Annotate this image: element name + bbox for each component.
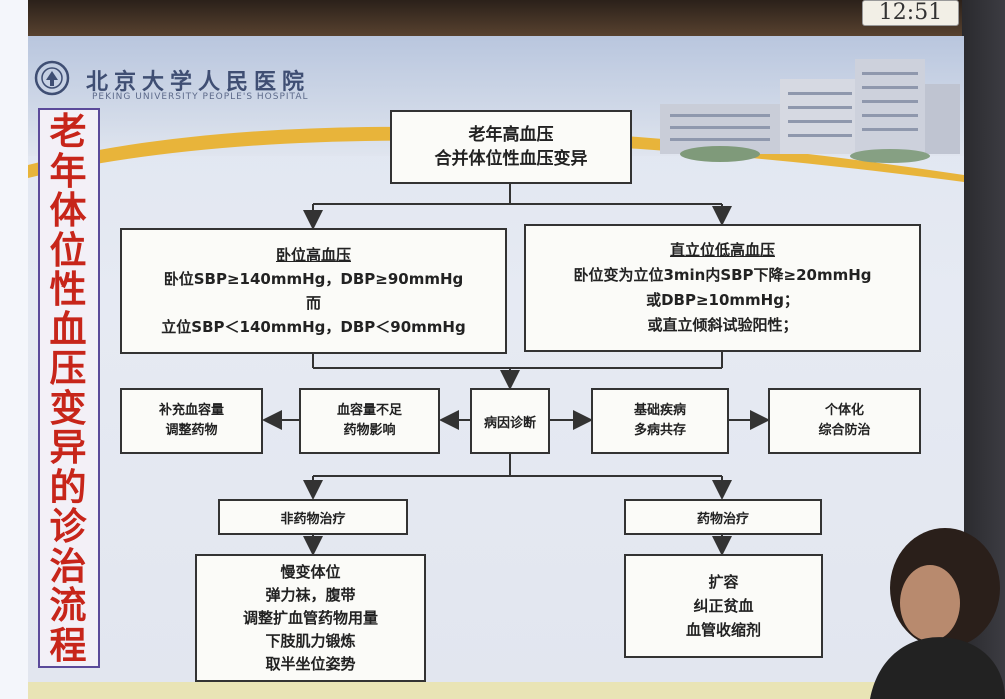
node-non-drug-detail: 慢变体位 弹力袜，腹带 调整扩血管药物用量 下肢肌力锻炼 取半坐位姿势 <box>195 554 426 682</box>
node-supine-line1: 卧位SBP≥140mmHg，DBP≥90mmHg <box>163 270 464 288</box>
node-individualized-line1: 个体化 <box>824 403 864 418</box>
node-non-drug-label: 非药物治疗 <box>280 511 346 527</box>
bottom-edge-bar <box>28 682 964 699</box>
left-background-strip <box>0 0 28 699</box>
node-root-line1: 老年高血压 <box>468 125 554 145</box>
hospital-logo-icon <box>34 60 70 96</box>
drug-item: 血管收缩剂 <box>685 621 761 639</box>
hospital-building-image <box>660 59 960 163</box>
node-orthostatic-line3: 或直立倾斜试验阳性； <box>647 316 798 334</box>
node-orthostatic-title: 直立位低高血压 <box>669 241 775 259</box>
node-comorbidity-line1: 基础疾病 <box>633 403 686 418</box>
node-volume-deficit-line2: 药物影响 <box>343 423 396 438</box>
presenter-silhouette-image <box>870 528 1005 699</box>
node-supine-line3: 立位SBP＜140mmHg，DBP＜90mmHg <box>161 318 466 336</box>
node-drug-detail: 扩容 纠正贫血 血管收缩剂 <box>624 554 823 658</box>
node-supine-title: 卧位高血压 <box>275 246 351 264</box>
non-drug-item: 取半坐位姿势 <box>265 654 356 673</box>
node-volume-supplement: 补充血容量 调整药物 <box>120 388 263 454</box>
drug-item: 扩容 <box>708 573 739 591</box>
node-volume-supplement-line2: 调整药物 <box>165 423 218 438</box>
node-volume-supplement-line1: 补充血容量 <box>158 403 224 418</box>
side-title: 老年体位性血压变异的诊治流程 <box>49 110 87 667</box>
non-drug-item: 弹力袜，腹带 <box>265 585 356 604</box>
node-etiology-label: 病因诊断 <box>483 415 536 431</box>
node-etiology: 病因诊断 <box>470 388 550 454</box>
node-comorbidity-line2: 多病共存 <box>633 423 686 438</box>
non-drug-item: 调整扩血管药物用量 <box>242 608 378 627</box>
side-title-frame <box>38 108 100 668</box>
node-root: 老年高血压 合并体位性血压变异 <box>390 110 632 184</box>
node-root-line2: 合并体位性血压变异 <box>434 149 588 169</box>
node-orthostatic-line1: 卧位变为立位3min内SBP下降≥20mmHg <box>573 266 872 284</box>
non-drug-item: 慢变体位 <box>280 562 341 581</box>
hospital-name-cn: 北京大学人民医院 <box>86 69 311 95</box>
top-room-background <box>28 0 1005 38</box>
node-supine-hypertension: 卧位高血压 卧位SBP≥140mmHg，DBP≥90mmHg 而 立位SBP＜1… <box>120 228 507 354</box>
node-non-drug-treatment: 非药物治疗 <box>218 499 408 535</box>
node-volume-deficit-line1: 血容量不足 <box>336 403 402 418</box>
node-individualized-line2: 综合防治 <box>818 423 871 438</box>
node-volume-deficit: 血容量不足 药物影响 <box>299 388 440 454</box>
node-drug-label: 药物治疗 <box>696 511 749 527</box>
node-drug-treatment: 药物治疗 <box>624 499 822 535</box>
node-orthostatic-line2: 或DBP≥10mmHg； <box>646 291 799 309</box>
node-individualized: 个体化 综合防治 <box>768 388 921 454</box>
node-comorbidity: 基础疾病 多病共存 <box>591 388 729 454</box>
non-drug-item: 下肢肌力锻炼 <box>265 631 356 650</box>
clock-display: 12:51 <box>862 0 959 26</box>
hospital-name-en: PEKING UNIVERSITY PEOPLE'S HOSPITAL <box>92 92 309 102</box>
drug-item: 纠正贫血 <box>693 597 754 615</box>
node-orthostatic: 直立位低高血压 卧位变为立位3min内SBP下降≥20mmHg 或DBP≥10m… <box>524 224 921 352</box>
banner-gold-arc <box>28 126 964 182</box>
node-supine-line2: 而 <box>305 294 321 312</box>
